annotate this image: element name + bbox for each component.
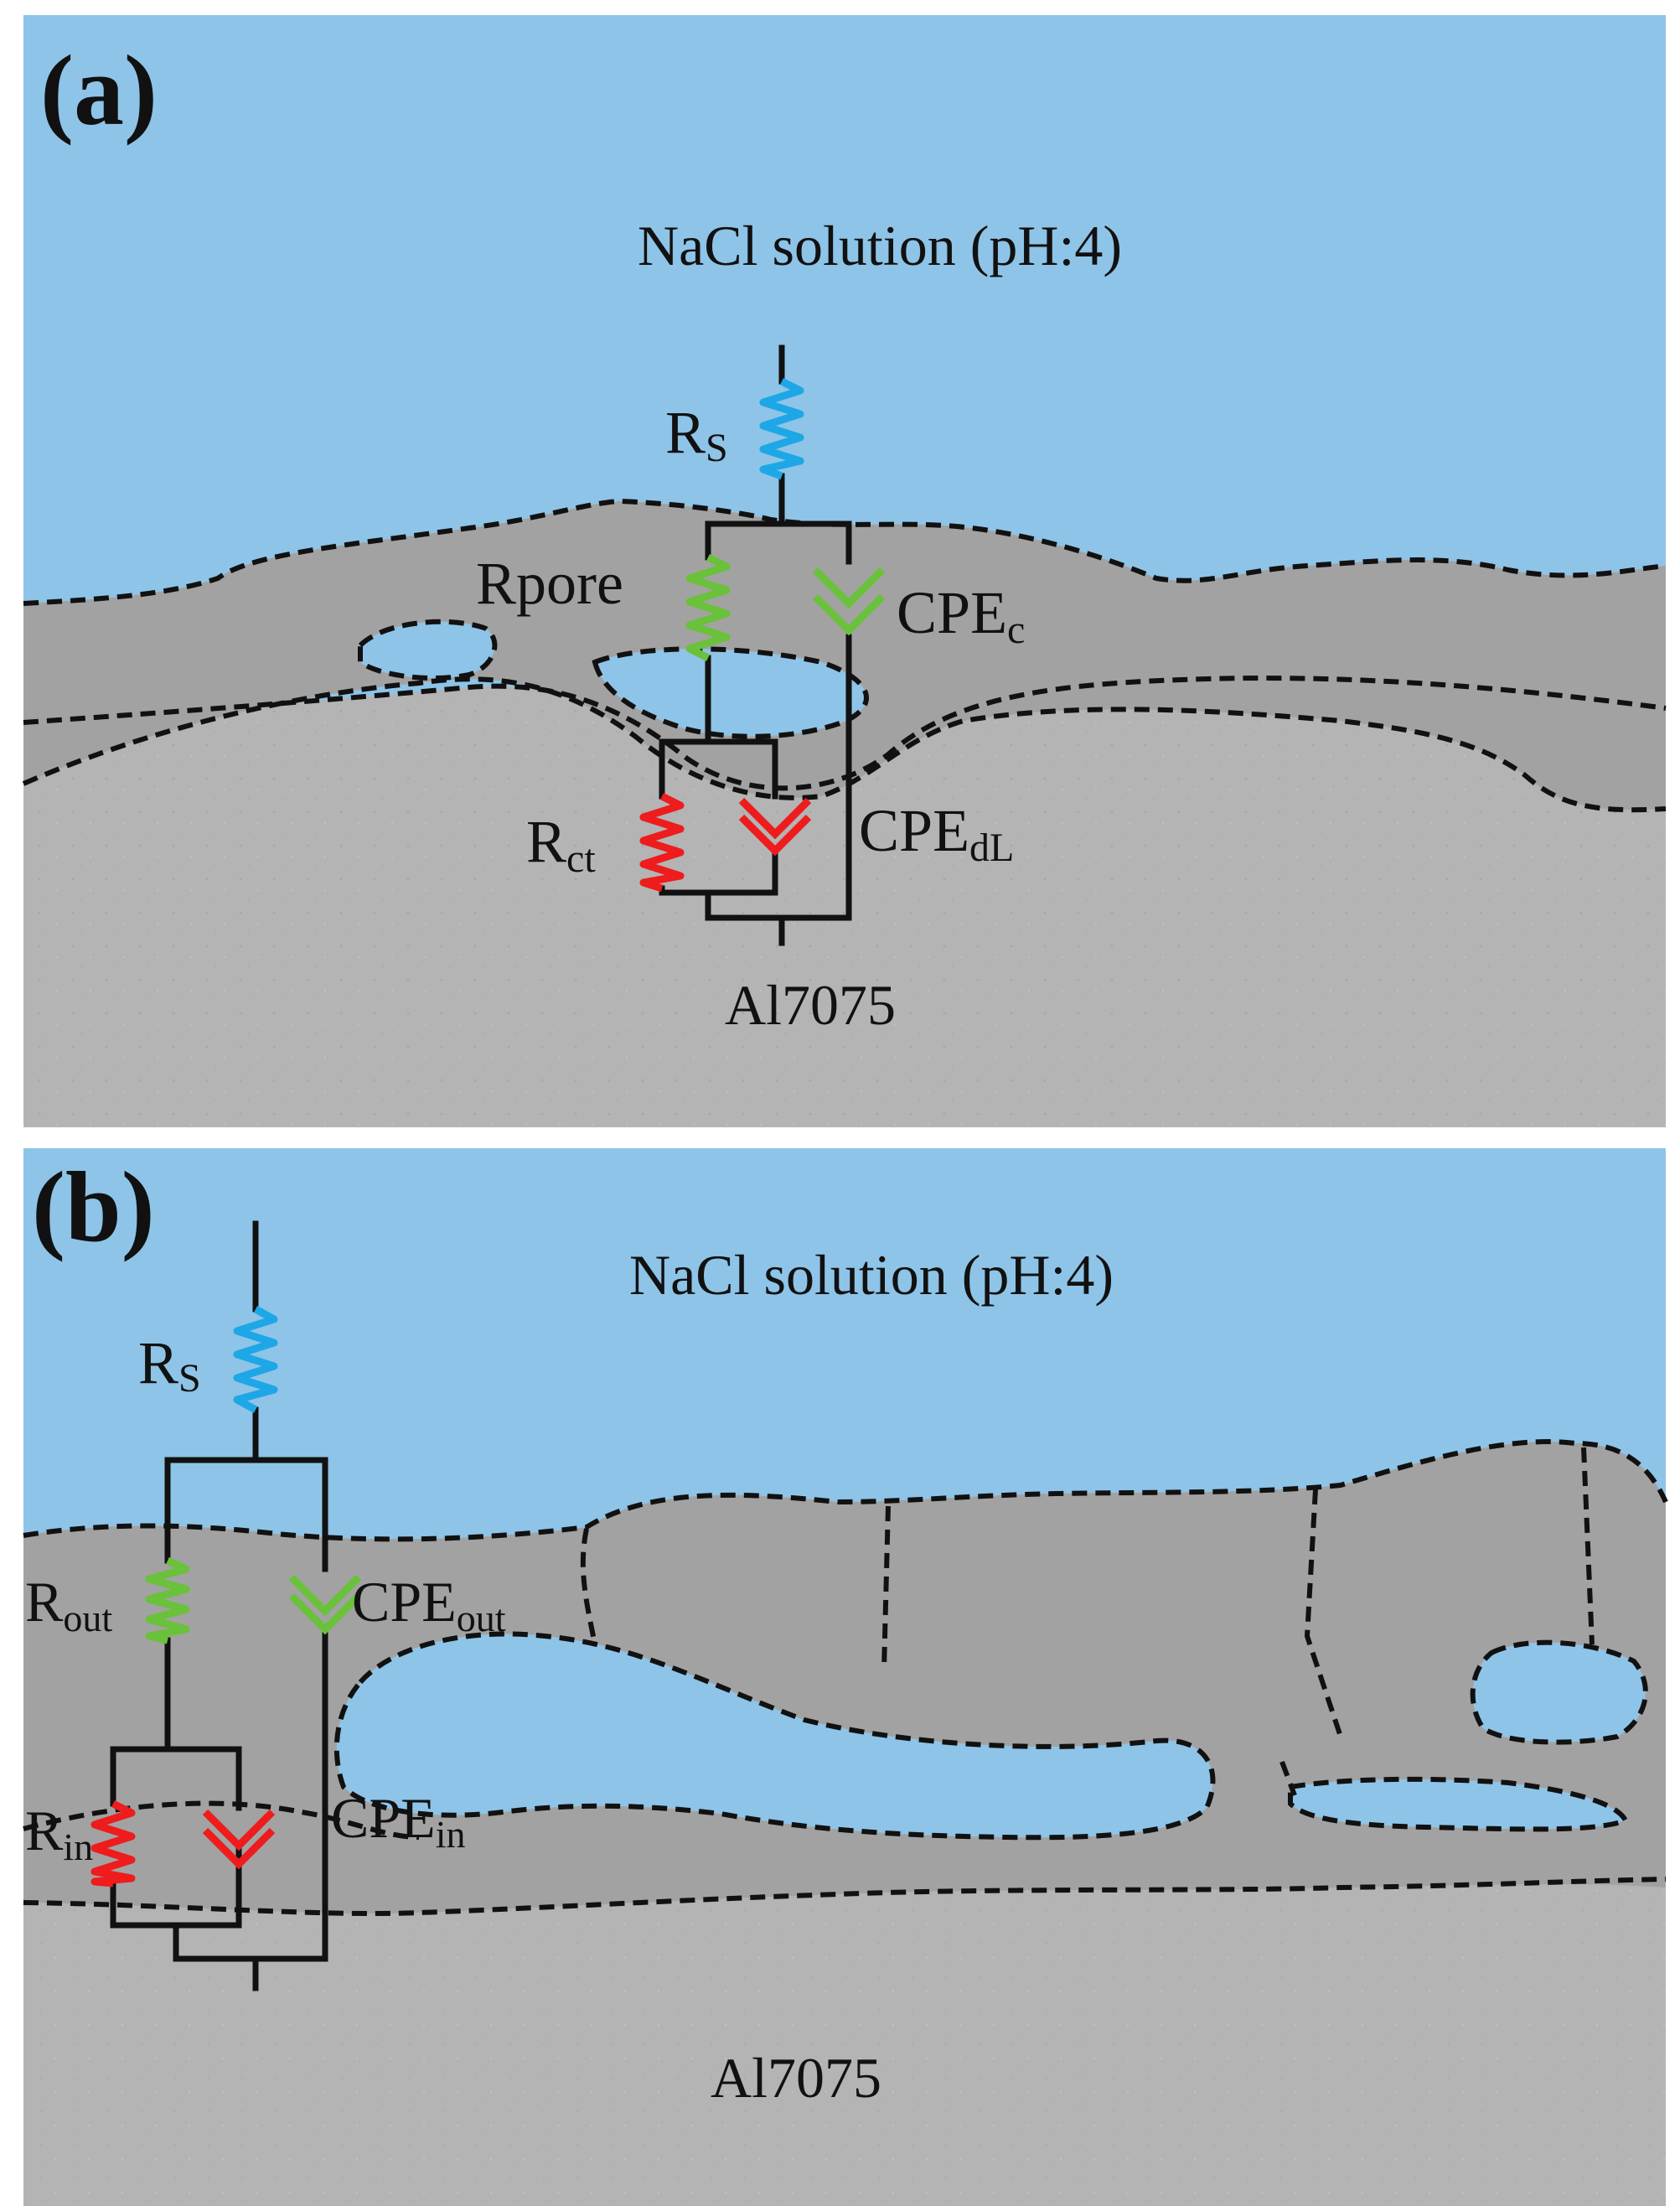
panel-a-diagram: (a) NaCl solution (pH:4) Al7075 RS Rp xyxy=(22,15,1667,1127)
pore-right xyxy=(1472,1642,1646,1743)
panel-b-diagram: (b) NaCl solution (pH:4) Al7075 RS Ro xyxy=(23,1148,1668,2206)
panel-b-cpe-out-label: CPEout xyxy=(352,1570,506,1639)
panel-b-cpe-in-label: CPEin xyxy=(331,1786,466,1856)
panel-b-circuit-wires xyxy=(110,1220,328,1991)
panel-a-rs-resistor xyxy=(759,377,804,480)
panel-a-rs-label: RS xyxy=(665,399,728,470)
pore-center xyxy=(336,1634,1213,1838)
panel-a-rpore-resistor xyxy=(685,553,731,662)
panel-a-cpe-c-label: CPEc xyxy=(897,579,1025,652)
panel-b-rout-label: Rout xyxy=(25,1570,112,1639)
layer-boundaries xyxy=(23,1439,1668,1917)
pore-center xyxy=(595,649,866,737)
panel-b-rs-label: RS xyxy=(138,1329,201,1401)
panel-a-solution-label: NaCl solution (pH:4) xyxy=(638,214,1122,277)
panel-a: (a) NaCl solution (pH:4) Al7075 RS Rp xyxy=(22,15,1667,1127)
pore-right-lower xyxy=(1290,1779,1626,1830)
panel-a-rpore-label: Rpore xyxy=(476,550,623,617)
panel-b-rs-resistor xyxy=(233,1306,278,1413)
panel-a-letter: (a) xyxy=(40,34,158,146)
panel-b-rout-resistor xyxy=(145,1556,190,1644)
panel-a-cpe-c-element xyxy=(812,567,886,636)
panel-b: (b) NaCl solution (pH:4) Al7075 RS Ro xyxy=(0,1133,1680,2206)
panel-a-rct-resistor xyxy=(639,792,685,893)
panel-b-letter: (b) xyxy=(32,1151,155,1262)
panel-a-cpe-dl-label: CPEdL xyxy=(859,797,1014,870)
pore-left xyxy=(360,621,495,679)
panel-a-circuit-wires xyxy=(659,344,852,946)
panel-b-cpe-in-element xyxy=(202,1809,276,1870)
panel-b-substrate-label: Al7075 xyxy=(711,2046,881,2110)
panel-a-substrate-label: Al7075 xyxy=(725,973,896,1037)
coating-layer xyxy=(23,501,1666,810)
panel-b-solution-label: NaCl solution (pH:4) xyxy=(629,1243,1114,1307)
panel-b-cpe-out-element xyxy=(288,1574,362,1635)
panel-a-rct-label: Rct xyxy=(526,808,596,881)
panel-b-rin-label: Rin xyxy=(25,1799,93,1868)
panel-a-cpe-dl-element xyxy=(738,797,812,857)
panel-b-rin-resistor xyxy=(90,1799,136,1888)
layer-boundaries xyxy=(22,498,1667,813)
